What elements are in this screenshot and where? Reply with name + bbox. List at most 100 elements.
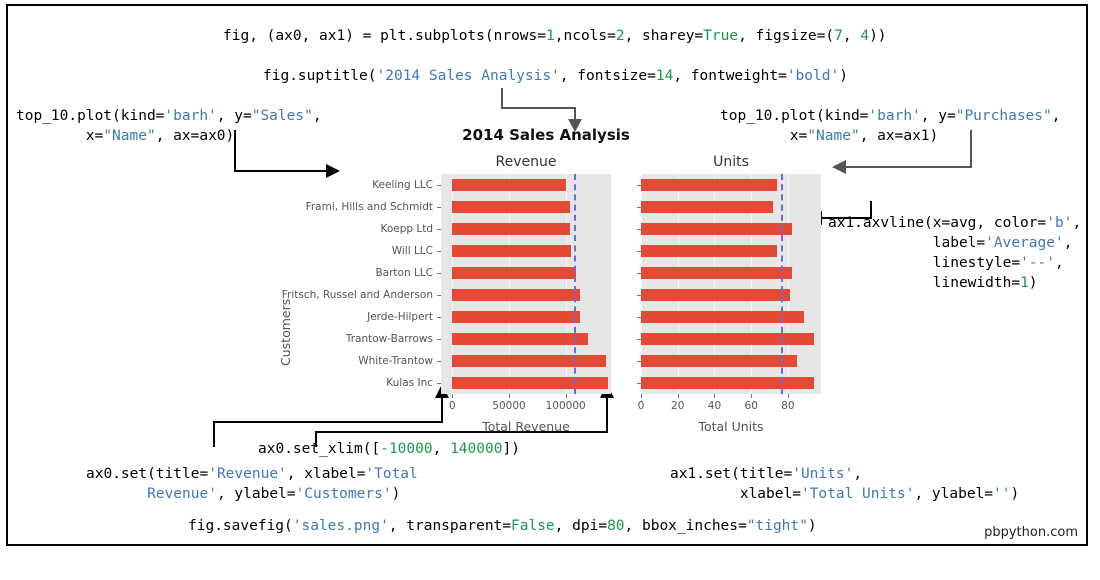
x-tick-mark [641,394,642,398]
x-axis-label-revenue: Total Revenue [482,419,570,434]
arrow-xlim-left-segment-h [213,421,443,423]
y-tick-label: Trantow-Barrows [345,333,433,345]
arrow-xlim-left-stem [441,398,443,423]
y-tick-label: Keeling LLC [372,179,433,191]
bar [641,266,792,280]
axes-revenue-title: Revenue [495,154,557,170]
code-line-axvline-4: linewidth=1) [828,275,1038,291]
y-tick-mark [637,229,641,230]
code-line-ax1-set-2: xlabel='Total Units', ylabel='') [670,486,1020,502]
arrow-plot-left-segment-h [234,170,328,172]
arrow-axvline-segment-h [822,217,872,219]
code-line-plot-left-2: x="Name", ax=ax0) [16,128,235,144]
x-axis-label-units: Total Units [698,419,764,434]
plot-area-revenue [441,174,611,394]
code-line-subplots: fig, (ax0, ax1) = plt.subplots(nrows=1,n… [223,28,887,44]
x-tick-mark [452,394,454,398]
arrow-xlim-left-segment-v [213,421,215,447]
y-tick-mark [637,251,641,252]
x-tick-mark [677,394,679,398]
code-line-axvline-1: ax1.axvline(x=avg, color='b', [828,215,1082,231]
code-line-ax0-set-2: Revenue', ylabel='Customers') [147,486,401,502]
arrow-suptitle-segment-h [501,107,575,109]
gridline-x [751,174,753,394]
bar [641,376,814,390]
arrow-suptitle-head [568,119,582,132]
gridline-x [641,174,642,394]
x-tick-label: 20 [671,400,685,412]
x-tick-label: 50000 [492,400,526,412]
arrow-plot-left-segment-v [234,130,236,172]
x-tick-label: 0 [637,400,645,412]
y-tick-mark [437,339,441,340]
bar [452,200,570,214]
bar [452,332,588,346]
average-line [781,174,784,394]
x-tick-mark [565,394,567,398]
arrow-plot-right-segment-h [846,166,972,168]
gridline-x [509,174,510,394]
x-tick-mark [751,394,753,398]
y-tick-label: Fritsch, Russel and Anderson [281,289,433,301]
bar [641,200,774,214]
axes-units-title: Units [713,154,749,170]
arrow-xlim-right-segment-v [315,431,317,447]
watermark: pbpython.com [984,525,1078,540]
code-line-savefig: fig.savefig('sales.png', transparent=Fal… [188,518,817,534]
code-line-plot-left-1: top_10.plot(kind='barh', y="Sales", [16,108,322,124]
gridline-x [677,174,679,394]
bar [641,288,790,302]
figure-suptitle: 2014 Sales Analysis [462,126,630,144]
gridline-x [787,174,789,394]
y-tick-mark [437,361,441,362]
code-line-plot-right-2: x="Name", ax=ax1) [720,128,939,144]
arrow-plot-right-segment-v [970,130,972,168]
y-tick-label: Kulas Inc [386,377,433,389]
code-line-axvline-2: label='Average', [828,235,1073,251]
bar [452,376,608,390]
y-tick-mark [437,185,441,186]
arrow-xlim-right-stem [606,398,608,432]
bar [452,266,577,280]
matplotlib-figure: 2014 Sales Analysis Customers Revenue To… [266,126,826,434]
x-tick-mark [714,394,716,398]
average-line [573,174,576,394]
y-tick-mark [437,251,441,252]
bar [641,332,814,346]
gridline-x [452,174,454,394]
y-tick-mark [637,339,641,340]
code-line-ax0-set-1: ax0.set(title='Revenue', xlabel='Total [86,466,418,482]
x-tick-label: 60 [744,400,758,412]
bar [452,354,607,368]
bar [452,222,570,236]
code-line-ax1-set-1: ax1.set(title='Units', [670,466,863,482]
y-axis-label: Customers [278,298,293,366]
gridline-x [714,174,716,394]
bar [452,288,580,302]
y-tick-label: Will LLC [391,245,433,257]
code-line-axvline-3: linestyle='--', [828,255,1064,271]
y-tick-mark [437,383,441,384]
bar [452,178,567,192]
y-tick-mark [437,273,441,274]
y-tick-mark [637,185,641,186]
y-tick-label: White-Trantow [358,355,433,367]
gridline-x [565,174,567,394]
arrow-xlim-right-segment-h [315,431,608,433]
bar [452,244,571,258]
x-tick-mark [787,394,789,398]
y-tick-mark [637,273,641,274]
y-tick-mark [637,383,641,384]
y-tick-mark [437,317,441,318]
y-tick-mark [637,317,641,318]
bar [641,178,777,192]
x-tick-label: 40 [707,400,722,412]
code-line-suptitle: fig.suptitle('2014 Sales Analysis', font… [263,68,848,84]
arrow-suptitle-segment-v1 [501,88,503,109]
y-tick-mark [637,207,641,208]
x-tick-label: 100000 [545,400,586,412]
arrow-plot-left-head [326,164,340,178]
arrow-plot-right-head [832,160,846,174]
